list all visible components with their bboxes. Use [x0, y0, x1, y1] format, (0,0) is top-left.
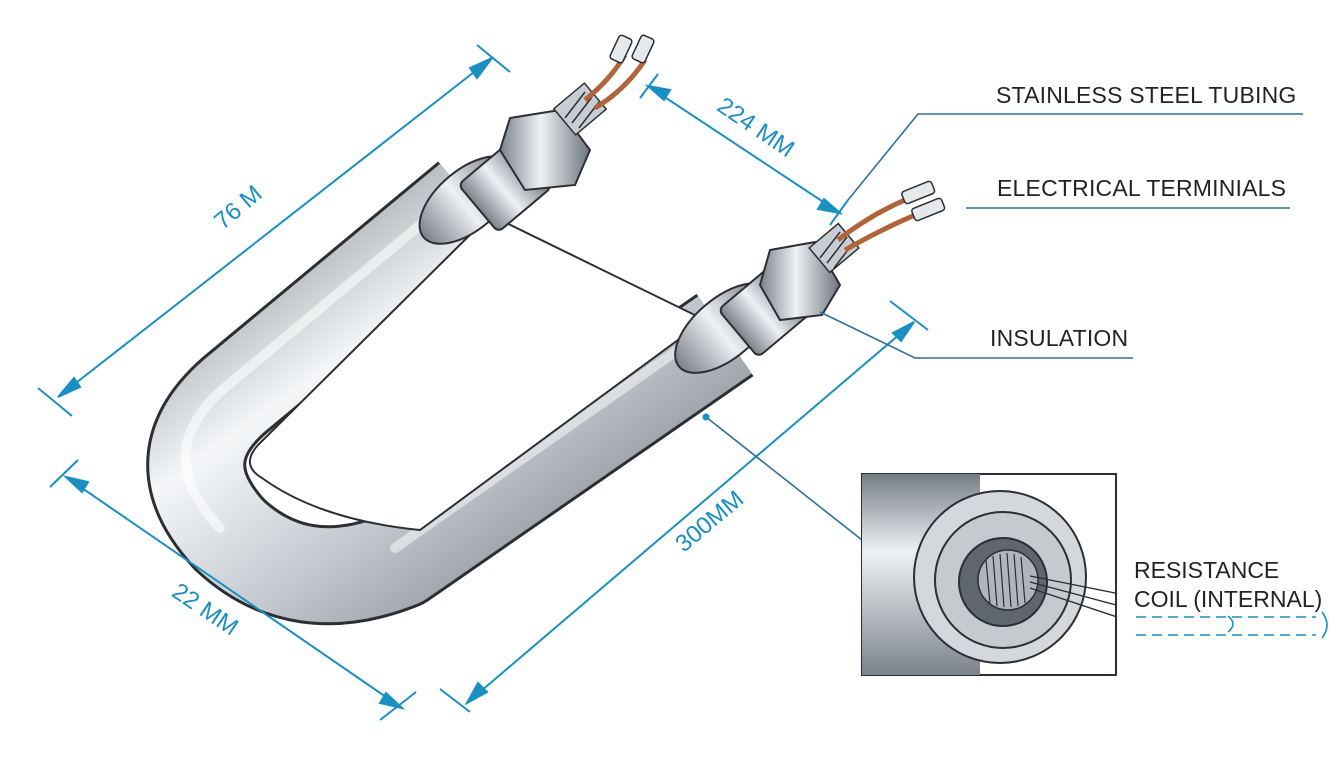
dim-22-ext-a	[49, 459, 79, 488]
label-resistance-coil: RESISTANCE COIL (INTERNAL)	[1134, 556, 1322, 614]
dim-224-arrow-a	[644, 84, 672, 102]
stainless-steel-tube	[149, 163, 752, 623]
dim-22-arrow-b	[378, 691, 406, 710]
label-electrical-terminials: ELECTRICAL TERMINIALS	[997, 175, 1287, 201]
dim-300-line	[466, 321, 915, 704]
dim-22-arrow-a	[62, 475, 90, 494]
dim-76-arrow-b	[468, 57, 493, 80]
left-fitting	[418, 34, 655, 245]
dim-224-line	[647, 85, 841, 214]
dimension-lines	[37, 44, 929, 721]
inset-detail	[861, 473, 1117, 676]
label-resistance-coil-line2: COIL (INTERNAL)	[1134, 586, 1323, 612]
right-terminal-1	[901, 180, 936, 205]
dim-224-arrow-b	[816, 197, 844, 215]
left-terminal-2	[631, 34, 655, 64]
resistance-coil-bracket-mid	[1227, 615, 1234, 633]
dim-300-ext-a	[439, 688, 471, 713]
resistance-coil-dashes	[1136, 616, 1316, 636]
dim-76-ext-b	[476, 44, 511, 73]
callout-leaders	[705, 113, 1328, 639]
dim-300-arrow-a	[464, 681, 489, 706]
dim-76-arrow-a	[57, 376, 82, 398]
right-fitting	[674, 180, 946, 374]
inset-coil	[977, 549, 1039, 611]
inset-coil-threads	[985, 552, 1026, 608]
tube-highlight	[180, 185, 467, 533]
leader-resistance-coil	[705, 416, 863, 541]
leader-stainless-steel	[847, 113, 1303, 201]
left-terminal-1	[609, 34, 633, 64]
resistance-coil-point	[702, 413, 710, 421]
dim-300-ext-b	[889, 300, 929, 331]
u-tube	[146, 161, 754, 626]
dim-76-ext-a	[37, 387, 73, 417]
tube-highlight-right	[390, 317, 723, 553]
dim-76-line	[57, 57, 493, 398]
label-resistance-coil-line1: RESISTANCE	[1134, 557, 1280, 583]
right-wire-1	[836, 197, 906, 242]
inset-wires	[1029, 575, 1116, 618]
resistance-coil-bracket	[1321, 611, 1328, 639]
dim-22-line	[65, 476, 403, 709]
label-insulation: INSULATION	[990, 325, 1129, 351]
label-stainless-steel-tubing: STAINLESS STEEL TUBING	[996, 82, 1297, 108]
right-terminal-2	[911, 197, 946, 222]
left-wire-2	[593, 58, 648, 111]
dim-300-arrow-b	[891, 321, 915, 343]
right-wire-2	[843, 212, 916, 253]
leader-insulation	[819, 311, 1133, 359]
u-inner-gap	[249, 213, 707, 532]
